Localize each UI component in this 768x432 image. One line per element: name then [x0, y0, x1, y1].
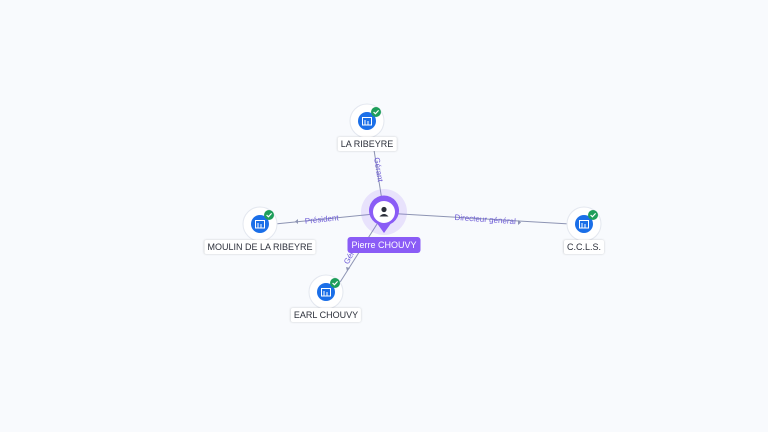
- arrow-moulin-de-la-ribeyre: [295, 219, 298, 224]
- verified-badge-icon: [371, 107, 381, 117]
- edge-moulin-de-la-ribeyre: [274, 212, 385, 225]
- company-node-la-ribeyre[interactable]: [349, 103, 385, 139]
- person-icon: [379, 206, 389, 217]
- company-label-ccls[interactable]: C.C.L.S.: [563, 240, 605, 254]
- verified-badge-icon: [330, 278, 340, 288]
- arrow-ccls: [518, 220, 521, 225]
- company-label-earl-chouvy[interactable]: EARL CHOUVY: [290, 308, 362, 322]
- verified-badge-icon: [588, 210, 598, 220]
- company-node-ccls[interactable]: [566, 206, 602, 242]
- verified-badge-icon: [264, 210, 274, 220]
- person-node[interactable]: [361, 189, 407, 235]
- building-icon: [579, 220, 589, 229]
- edge-label-moulin-de-la-ribeyre: Président: [304, 213, 339, 226]
- building-icon: [362, 117, 372, 126]
- person-name-label[interactable]: Pierre CHOUVY: [347, 237, 421, 253]
- edge-ccls: [383, 212, 571, 225]
- arrow-earl-chouvy: [346, 267, 350, 271]
- company-node-moulin-de-la-ribeyre[interactable]: [242, 206, 278, 242]
- company-label-la-ribeyre[interactable]: LA RIBEYRE: [337, 137, 397, 151]
- building-icon: [321, 288, 331, 297]
- company-label-moulin-de-la-ribeyre[interactable]: MOULIN DE LA RIBEYRE: [204, 240, 316, 254]
- edge-label-la-ribeyre: Gérant: [372, 157, 385, 183]
- edge-label-ccls: Directeur général: [454, 213, 516, 226]
- company-node-earl-chouvy[interactable]: [308, 274, 344, 310]
- building-icon: [255, 220, 265, 229]
